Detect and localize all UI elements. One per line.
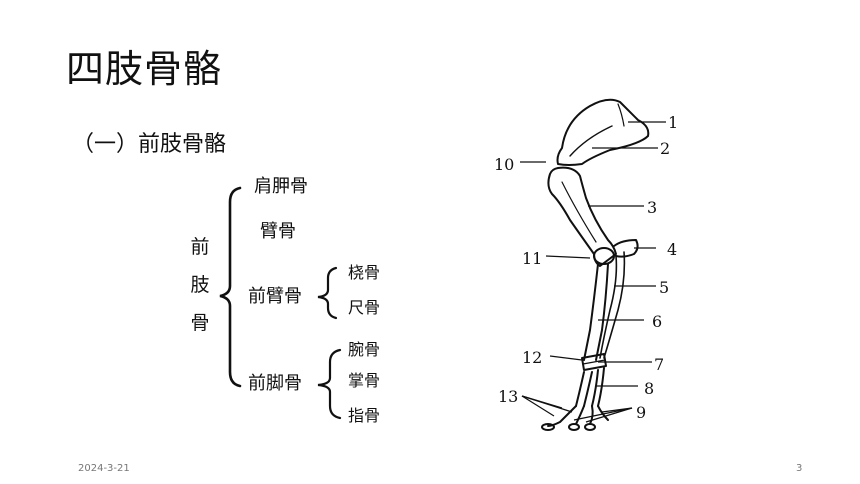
tree-scapula: 肩胛骨 (254, 176, 308, 197)
figure-label-1: 1 (668, 113, 678, 132)
tree-metacarpal: 掌骨 (348, 371, 381, 390)
footer-date: 2024-3-21 (78, 463, 130, 474)
main-brace (219, 186, 242, 388)
slide-title: 四肢骨骼 (66, 47, 223, 91)
phalanges-shape (547, 405, 609, 427)
tree-radius: 桡骨 (348, 263, 381, 282)
tree-root-char: 骨 (190, 312, 210, 334)
humerus-shape (547, 166, 617, 267)
carpal-shape (581, 353, 607, 371)
figure-label-8: 8 (644, 379, 654, 398)
figure-label-6: 6 (652, 312, 662, 331)
ulna-shape (599, 251, 626, 359)
figure-label-12: 12 (522, 348, 542, 367)
metacarpal-shape (575, 367, 605, 407)
tree-root-char: 前 (190, 236, 210, 258)
tree-root-text: 前肢骨 (187, 228, 213, 342)
figure-label-7: 7 (654, 355, 664, 374)
radius-shape (583, 263, 609, 361)
figure-label-2: 2 (660, 139, 670, 158)
figure-label-4: 4 (667, 240, 677, 259)
figure-label-11: 11 (522, 249, 542, 268)
figure-label-10: 10 (494, 155, 514, 174)
figure-label-13: 13 (498, 387, 518, 406)
tree-humerus: 臂骨 (260, 221, 296, 242)
tree-root-label: 前肢骨 (187, 228, 213, 342)
scapula-shape (556, 98, 650, 166)
leader-lines (520, 121, 666, 423)
forearm-brace (317, 266, 338, 320)
tree-carpal: 腕骨 (348, 340, 381, 359)
tree-root-char: 肢 (190, 274, 210, 296)
figure-label-3: 3 (647, 198, 657, 217)
forelimb-skeleton-figure: 1 2 3 4 5 6 7 8 9 10 11 12 13 (494, 98, 678, 431)
figure-labels: 1 2 3 4 5 6 7 8 9 10 11 12 13 (494, 113, 678, 422)
foot-brace (317, 348, 342, 420)
section-subtitle: （一）前肢骨骼 (72, 132, 227, 157)
figure-label-9: 9 (636, 403, 646, 422)
tree-phalanges: 指骨 (348, 406, 381, 425)
tree-forearm: 前臂骨 (248, 286, 302, 307)
figure-label-5: 5 (659, 278, 669, 297)
tree-ulna: 尺骨 (348, 298, 381, 317)
footer-page-number: 3 (796, 463, 803, 474)
tree-forefoot: 前脚骨 (248, 373, 302, 394)
bone-drawing (541, 98, 650, 431)
